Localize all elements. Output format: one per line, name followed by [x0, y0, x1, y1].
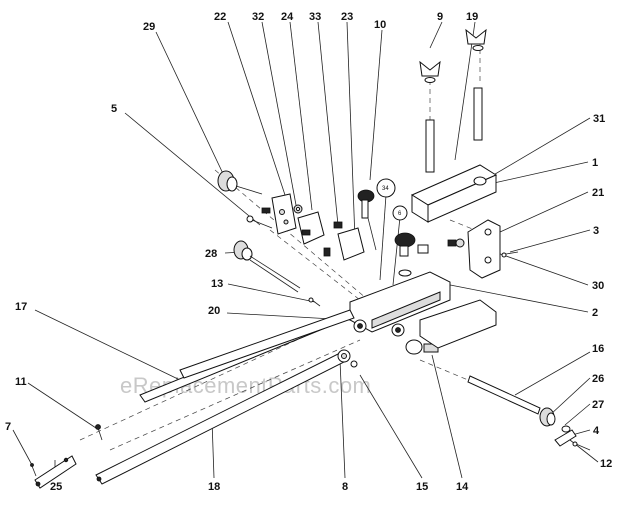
callout-13: 13 [211, 278, 223, 290]
knob-part-34 [394, 232, 416, 277]
screw-part-12 [572, 441, 591, 451]
callout-22: 22 [214, 11, 226, 23]
callout-14: 14 [456, 481, 469, 493]
part-8-15 [337, 349, 358, 368]
wing-nut-part-19 [465, 28, 487, 51]
callout-18: 18 [208, 481, 220, 493]
callout-25: 25 [50, 481, 62, 493]
screw-part-5 [246, 215, 273, 229]
screw-part-11 [95, 424, 103, 441]
callout-20: 20 [208, 305, 220, 317]
knob-part-29 [217, 170, 263, 195]
callout-24: 24 [281, 11, 294, 23]
callout-9: 9 [437, 11, 443, 23]
callout-28: 28 [205, 248, 217, 260]
thumb-screw-part-10 [357, 189, 377, 251]
rod-part-25 [34, 455, 77, 489]
rod-parts-19 [425, 87, 483, 173]
callout-3: 3 [593, 225, 599, 237]
rod-part-16 [467, 375, 541, 415]
callout-33: 33 [309, 11, 321, 23]
bracket-part-21 [467, 219, 501, 279]
tube-part-20 [179, 309, 355, 379]
screw-part-13 [308, 297, 321, 307]
callout-19: 19 [466, 11, 478, 23]
knob-part-28 [233, 240, 301, 293]
callout-29: 29 [143, 21, 155, 33]
callout-6: 6 [398, 211, 402, 217]
callout-11: 11 [15, 376, 27, 388]
callout-10: 10 [374, 19, 386, 31]
callout-16: 16 [592, 343, 604, 355]
plate-part-14 [419, 299, 497, 349]
callout-15: 15 [416, 481, 428, 493]
block-part-23 [337, 227, 365, 261]
main-body-part-2 [349, 271, 451, 355]
callout-17: 17 [15, 301, 27, 313]
callout-2: 2 [592, 307, 598, 319]
nut-part-1 [473, 176, 487, 186]
callout-31: 31 [593, 113, 605, 125]
callout-30: 30 [592, 280, 604, 292]
wing-nut-part-9 [419, 60, 441, 83]
callout-12: 12 [600, 458, 612, 470]
callout-27: 27 [592, 399, 604, 411]
washer-part-27 [561, 425, 571, 433]
knob-part-26 [539, 407, 556, 427]
callout-8: 8 [342, 481, 348, 493]
leader-lines [12, 21, 599, 479]
callout-circle-6 [392, 205, 408, 221]
callout-34: 34 [382, 186, 389, 192]
callout-21: 21 [592, 187, 604, 199]
callout-7: 7 [5, 421, 11, 433]
callout-23: 23 [341, 11, 353, 23]
callout-1: 1 [592, 157, 598, 169]
plate-part-22 [261, 193, 297, 235]
screw-part-3 [501, 251, 519, 258]
callout-26: 26 [592, 373, 604, 385]
bracket-part-24 [297, 211, 325, 245]
bar-part-31 [410, 164, 498, 223]
callout-circle-34 [376, 178, 396, 198]
spring-part-33 [323, 221, 343, 257]
callout-labels: 29 22 32 24 33 23 10 9 19 5 31 1 21 3 34… [5, 11, 612, 493]
nut-part-32 [293, 204, 303, 214]
bracket-part-4 [554, 429, 577, 447]
part-30 [417, 238, 465, 254]
callout-32: 32 [252, 11, 264, 23]
callout-5: 5 [111, 103, 117, 115]
pin-part-7 [30, 463, 37, 477]
callout-4: 4 [593, 425, 600, 437]
